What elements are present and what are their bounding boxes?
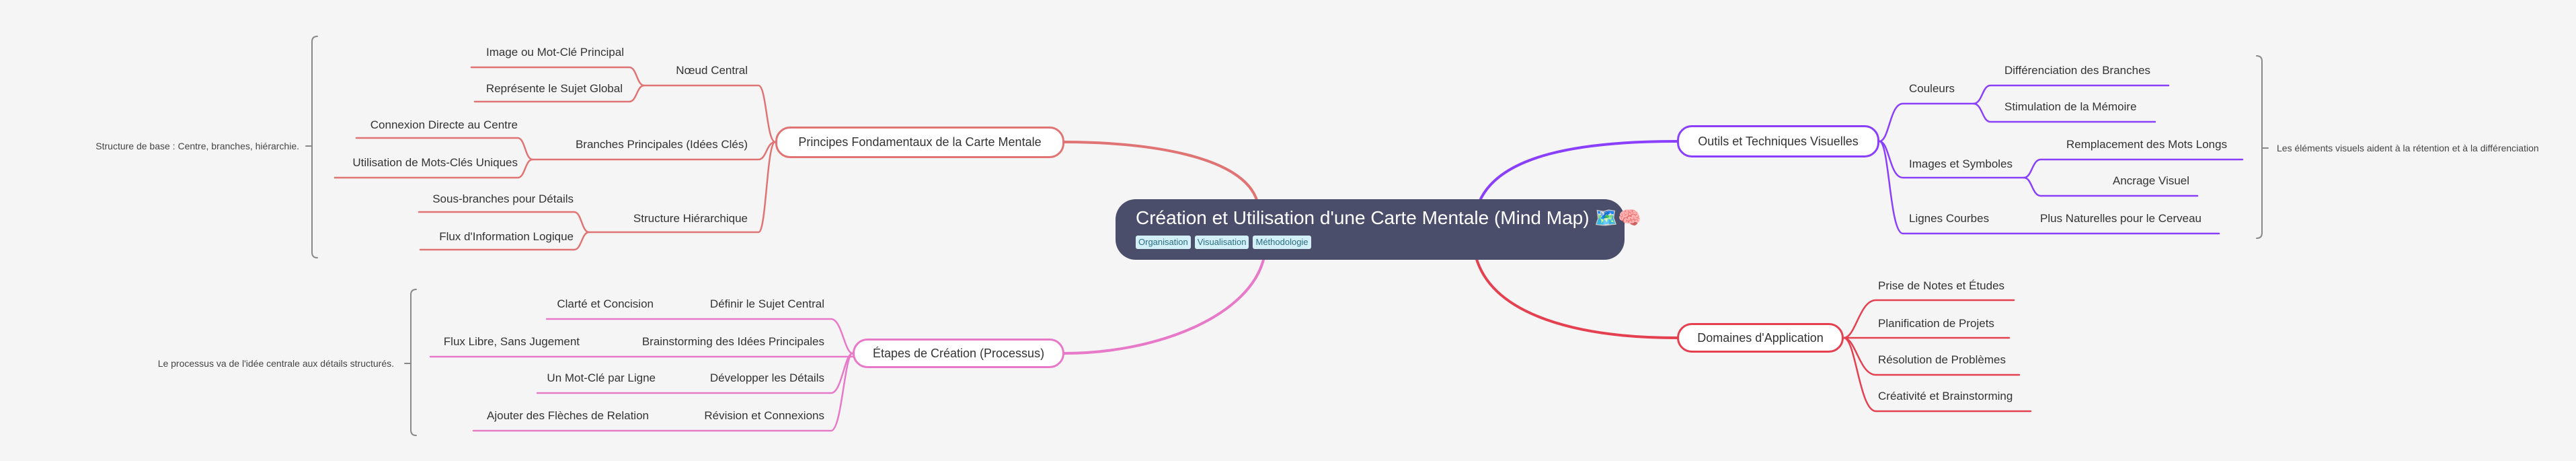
node-differenciation-branches[interactable]: Différenciation des Branches bbox=[2004, 64, 2151, 77]
node-clarte-concision[interactable]: Clarté et Concision bbox=[557, 297, 654, 310]
summary-brackets bbox=[305, 36, 2269, 436]
central-tags: Organisation Visualisation Méthodologie bbox=[1136, 236, 1625, 249]
etapes-lines bbox=[429, 318, 854, 432]
node-revision-connexions[interactable]: Révision et Connexions bbox=[704, 409, 824, 422]
connector-outils bbox=[1478, 140, 1678, 203]
branch-principes[interactable]: Principes Fondamentaux de la Carte Menta… bbox=[775, 127, 1064, 158]
node-image-mot-cle[interactable]: Image ou Mot-Clé Principal bbox=[485, 46, 624, 59]
node-un-mot-cle[interactable]: Un Mot-Clé par Ligne bbox=[547, 371, 656, 384]
connector-principes bbox=[1063, 141, 1259, 203]
branch-outils[interactable]: Outils et Techniques Visuelles bbox=[1677, 125, 1879, 157]
bracket-outils bbox=[2256, 55, 2269, 239]
node-flux-libre[interactable]: Flux Libre, Sans Jugement bbox=[443, 335, 580, 348]
tag-organisation[interactable]: Organisation bbox=[1136, 236, 1191, 249]
summary-note-etapes: Le processus va de l'idée centrale aux d… bbox=[157, 358, 394, 369]
node-resolution-problemes[interactable]: Résolution de Problèmes bbox=[1878, 353, 2006, 366]
node-couleurs[interactable]: Couleurs bbox=[1909, 82, 1955, 95]
central-title: Création et Utilisation d'une Carte Ment… bbox=[1136, 207, 1642, 228]
summary-note-principes: Structure de base : Centre, branches, hi… bbox=[95, 141, 299, 151]
central-node[interactable]: Création et Utilisation d'une Carte Ment… bbox=[1116, 199, 1642, 260]
node-ancrage-visuel[interactable]: Ancrage Visuel bbox=[2113, 174, 2190, 187]
connector-etapes bbox=[1063, 256, 1265, 355]
outils-lines bbox=[1878, 84, 2244, 235]
node-sous-branches[interactable]: Sous-branches pour Détails bbox=[432, 192, 574, 205]
connector-domaines bbox=[1475, 256, 1678, 339]
domaines-lines bbox=[1842, 299, 2032, 413]
summary-note-outils: Les éléments visuels aident à la rétenti… bbox=[2277, 143, 2539, 153]
branch-domaines[interactable]: Domaines d'Application bbox=[1677, 323, 1844, 353]
node-developper-details[interactable]: Développer les Détails bbox=[709, 371, 824, 384]
node-mots-cles-uniques[interactable]: Utilisation de Mots-Clés Uniques bbox=[352, 156, 518, 169]
node-creativite-brainstorming[interactable]: Créativité et Brainstorming bbox=[1878, 390, 2013, 402]
node-lignes-courbes[interactable]: Lignes Courbes bbox=[1909, 212, 1990, 225]
bracket-principes bbox=[305, 36, 318, 258]
node-remplacement-mots[interactable]: Remplacement des Mots Longs bbox=[2066, 138, 2228, 151]
node-structure-hierarchique[interactable]: Structure Hiérarchique bbox=[633, 212, 748, 225]
tag-methodologie[interactable]: Méthodologie bbox=[1253, 236, 1311, 249]
tag-visualisation[interactable]: Visualisation bbox=[1194, 236, 1249, 249]
node-planification-projets[interactable]: Planification de Projets bbox=[1878, 317, 1994, 330]
node-branches-principales[interactable]: Branches Principales (Idées Clés) bbox=[575, 138, 748, 151]
node-images-symboles[interactable]: Images et Symboles bbox=[1909, 157, 2013, 170]
node-represente-sujet[interactable]: Représente le Sujet Global bbox=[485, 82, 623, 95]
node-brainstorming-idees[interactable]: Brainstorming des Idées Principales bbox=[641, 335, 824, 348]
node-stimulation-memoire[interactable]: Stimulation de la Mémoire bbox=[2004, 100, 2137, 113]
node-flux-information[interactable]: Flux d'Information Logique bbox=[439, 230, 574, 243]
node-plus-naturelles[interactable]: Plus Naturelles pour le Cerveau bbox=[2040, 212, 2202, 225]
principes-lines bbox=[334, 66, 777, 251]
node-fleches-relation[interactable]: Ajouter des Flèches de Relation bbox=[487, 409, 649, 422]
node-definir-sujet[interactable]: Définir le Sujet Central bbox=[709, 297, 824, 310]
node-connexion-directe[interactable]: Connexion Directe au Centre bbox=[370, 118, 518, 131]
bracket-etapes bbox=[404, 289, 417, 436]
node-prise-de-notes[interactable]: Prise de Notes et Études bbox=[1878, 279, 2005, 292]
branch-etapes[interactable]: Étapes de Création (Processus) bbox=[853, 339, 1064, 368]
node-noeud-central[interactable]: Nœud Central bbox=[676, 64, 748, 77]
